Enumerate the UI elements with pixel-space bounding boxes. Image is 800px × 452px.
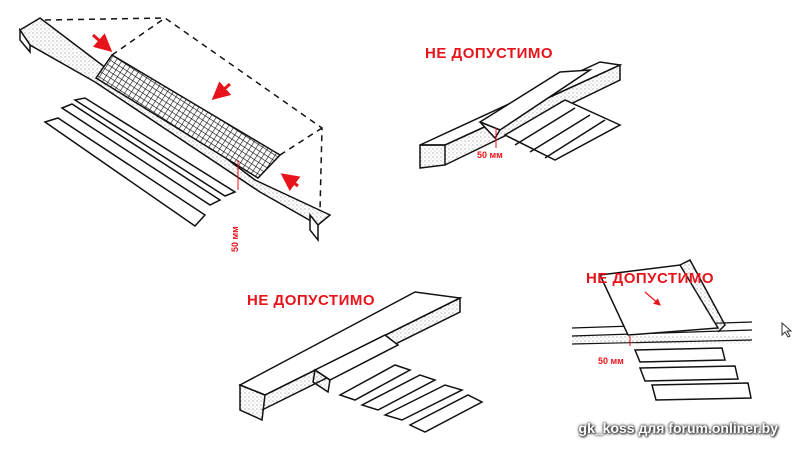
warning-label: НЕ ДОПУСТИМО bbox=[247, 292, 376, 309]
diagram-correct-ramp bbox=[18, 17, 332, 243]
arrow-icon bbox=[92, 33, 113, 52]
warning-label: НЕ ДОПУСТИМО bbox=[586, 270, 715, 287]
red-arrows bbox=[92, 33, 301, 192]
diagram-wrong-raised-top bbox=[419, 61, 623, 169]
watermark: gk_koss для forum.onliner.by bbox=[578, 420, 778, 436]
diagram-wrong-raised-bottom bbox=[238, 291, 484, 433]
height-label: 50 мм bbox=[477, 150, 503, 160]
height-label: 50 мм bbox=[598, 356, 624, 366]
diagram-wrong-plate bbox=[571, 259, 753, 401]
tactile-tiles bbox=[94, 53, 282, 179]
warning-label: НЕ ДОПУСТИМО bbox=[425, 45, 554, 62]
arrow-icon bbox=[211, 81, 232, 100]
arrow-icon bbox=[280, 173, 301, 192]
height-label: 50 мм bbox=[230, 226, 240, 252]
mouse-cursor-icon bbox=[781, 321, 793, 338]
